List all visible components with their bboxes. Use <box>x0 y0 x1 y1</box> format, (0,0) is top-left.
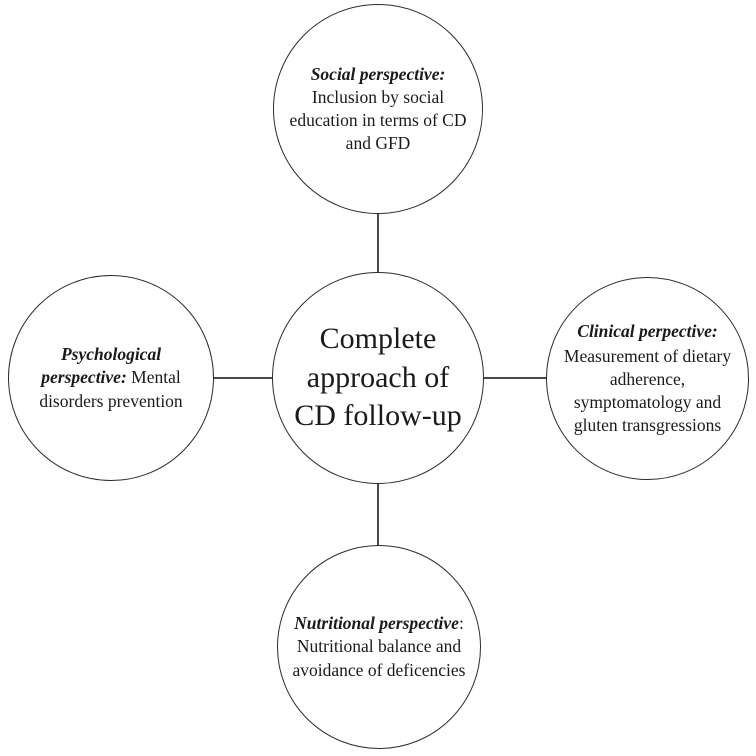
node-clinical-perspective: Clinical perpective: Measurement of dieta… <box>546 277 749 480</box>
node-psychological-text: Psychological perspective: Mental disord… <box>9 343 213 412</box>
node-nutritional-text: Nutritional perspective: Nutritional bal… <box>278 612 480 681</box>
node-clinical-text: Clinical perpective: Measurement of dieta… <box>547 320 748 437</box>
node-social-text: Social perspective:Inclusion by social e… <box>274 63 482 155</box>
node-social-label: Social perspective: <box>310 63 446 84</box>
connector-center-to-clinical <box>482 377 547 379</box>
node-social-perspective: Social perspective:Inclusion by social e… <box>273 4 483 214</box>
node-nutritional-label: Nutritional perspective <box>294 613 459 634</box>
node-nutritional-perspective: Nutritional perspective: Nutritional bal… <box>277 545 481 749</box>
node-nutritional-body: : Nutritional balance and avoidance of d… <box>292 613 466 680</box>
connector-center-to-psychological <box>213 377 273 379</box>
node-social-body: Inclusion by social education in terms o… <box>289 86 467 154</box>
connector-center-to-nutritional <box>377 477 379 546</box>
node-clinical-label: Clinical perpective: <box>577 320 718 341</box>
node-center-complete-approach: Complete approach of CD follow-up <box>272 272 484 484</box>
node-psychological-body: Mental disorders prevention <box>39 367 183 411</box>
connector-center-to-social <box>377 213 379 281</box>
node-clinical-body: Measurement of dietary adherence, sympto… <box>563 345 732 436</box>
node-center-text: Complete approach of CD follow-up <box>294 322 462 433</box>
node-psychological-perspective: Psychological perspective: Mental disord… <box>8 275 214 481</box>
node-psychological-label: Psychological perspective: <box>41 344 162 388</box>
